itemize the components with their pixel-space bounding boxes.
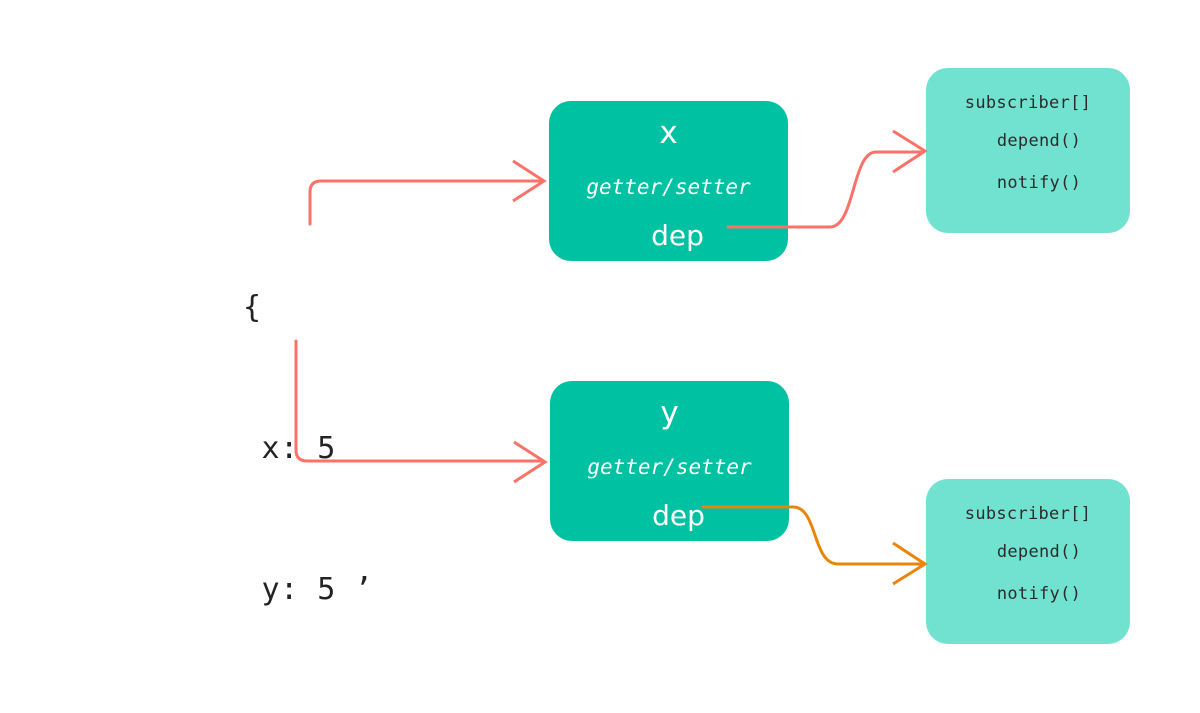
reactive-property-box-y[interactable]: y getter/setter dep bbox=[550, 381, 789, 541]
subscriber-notify-label-y: notify() bbox=[996, 584, 1082, 604]
object-literal-line-close: } bbox=[243, 707, 373, 713]
reactive-dep-label-x: dep bbox=[651, 219, 704, 252]
connector-x-dep-to-subscriber-arrowhead bbox=[892, 129, 928, 174]
source-object-literal: { x: 5 y: 5 ’ } bbox=[243, 190, 373, 713]
connector-object-to-x-arrowhead bbox=[512, 159, 547, 203]
connector-y-dep-to-subscriber-arrowhead bbox=[892, 541, 928, 586]
connector-object-to-y-arrowhead bbox=[513, 440, 548, 484]
subscriber-notify-label-x: notify() bbox=[996, 173, 1082, 193]
subscriber-box-x[interactable]: subscriber[] depend() notify() bbox=[926, 68, 1130, 233]
subscriber-list-label-x: subscriber[] bbox=[964, 93, 1092, 113]
reactive-dep-label-y: dep bbox=[652, 499, 705, 532]
reactive-accessor-label-y: getter/setter bbox=[587, 455, 752, 479]
object-literal-line-y: y: 5 ’ bbox=[243, 572, 373, 607]
subscriber-depend-label-y: depend() bbox=[996, 542, 1082, 562]
reactive-property-name-y: y bbox=[660, 395, 679, 431]
reactive-accessor-label-x: getter/setter bbox=[586, 175, 751, 199]
reactive-property-box-x[interactable]: x getter/setter dep bbox=[549, 101, 788, 261]
object-literal-line-open: { bbox=[243, 290, 262, 325]
subscriber-box-y[interactable]: subscriber[] depend() notify() bbox=[926, 479, 1130, 644]
subscriber-depend-label-x: depend() bbox=[996, 131, 1082, 151]
object-literal-line-x: x: 5 bbox=[243, 431, 336, 466]
reactive-property-name-x: x bbox=[659, 115, 678, 151]
subscriber-list-label-y: subscriber[] bbox=[964, 504, 1092, 524]
